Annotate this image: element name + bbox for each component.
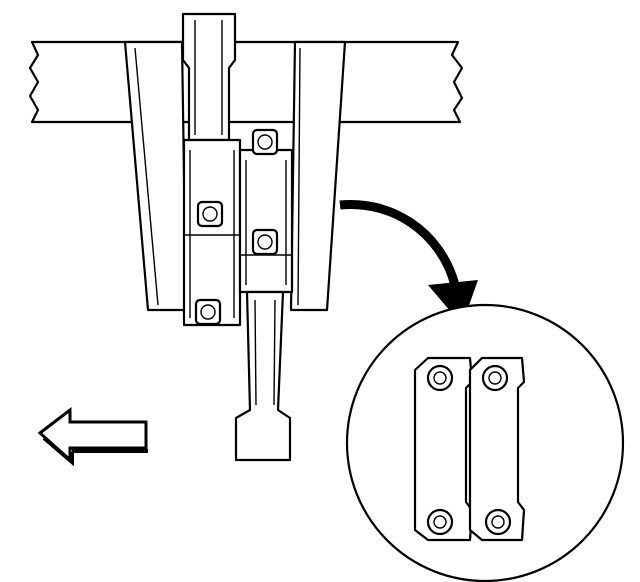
bolt-icon [194,298,222,326]
right-crank-web [289,40,347,312]
bearing-cap-right [468,356,526,542]
bearing-cap-left [413,356,474,542]
bolt-icon [196,200,224,228]
rod-bolts [194,128,279,326]
left-crank-web [123,40,188,312]
lower-connecting-rod [234,148,294,462]
bolt-icon [251,228,279,256]
detail-view-circle [345,303,625,582]
upper-connecting-rod [181,12,242,327]
bolt-icon [251,128,279,156]
direction-arrow-left-icon [37,406,148,467]
crankshaft-bar [28,40,464,124]
